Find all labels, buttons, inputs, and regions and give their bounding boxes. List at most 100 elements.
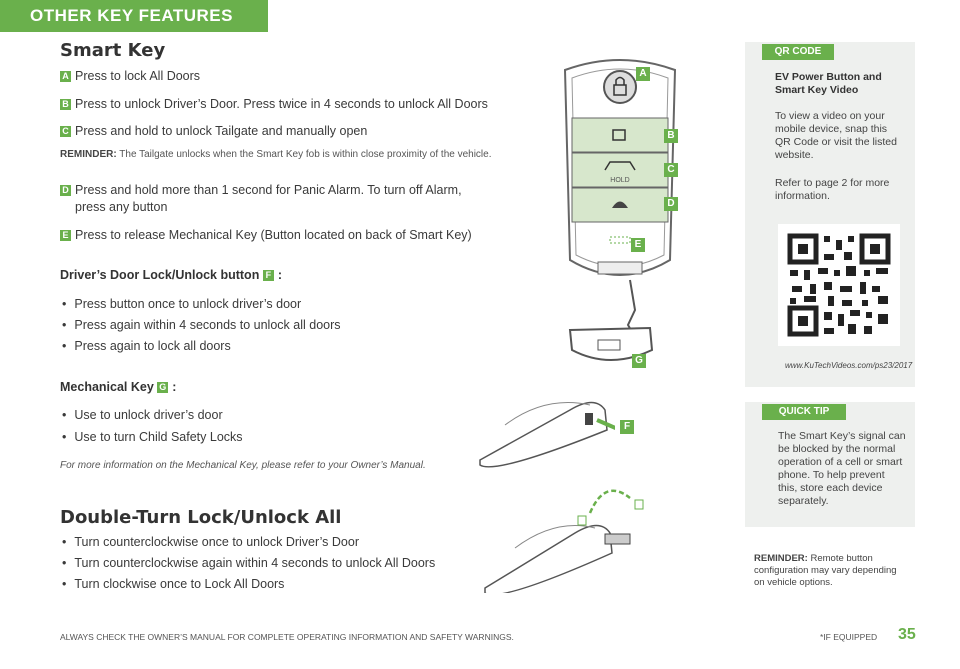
tag-b: B (60, 99, 71, 110)
tip-line-6: separately. (778, 495, 829, 507)
lock-shackle-icon (615, 76, 625, 85)
qr-title-1: EV Power Button and (775, 71, 882, 83)
door-handle-line-2 (514, 525, 596, 549)
side-reminder-line-3: on vehicle options. (754, 577, 833, 588)
mechanical-key-heading: Mechanical Key G: (60, 380, 176, 394)
driver-bullet-3: Press again to lock all doors (62, 339, 230, 353)
side-reminder-line-1: REMINDER: Remote button (754, 553, 873, 565)
item-a-text: Press to lock All Doors (75, 69, 201, 83)
door-handle-shape (479, 401, 608, 468)
door-button-icon (585, 413, 593, 425)
label-a: A (636, 67, 650, 81)
driver-door-heading: Driver’s Door Lock/Unlock button F: (60, 268, 282, 282)
tag-c: C (60, 126, 71, 137)
item-e: E Press to release Mechanical Key (Button… (60, 227, 472, 243)
tailgate-icon (604, 161, 636, 171)
quick-tip-tab: QUICK TIP (762, 404, 846, 420)
qr-code-icon (787, 233, 891, 337)
item-c-text: Press and hold to unlock Tailgate and ma… (75, 124, 368, 138)
item-a: A Press to lock All Doors (60, 68, 200, 84)
label-g: G (632, 354, 646, 368)
mechanical-key-head (568, 326, 654, 361)
lock-button (603, 70, 637, 104)
qr-body-3: QR Code or visit the listed (775, 136, 897, 148)
tag-f: F (262, 270, 274, 281)
door-handle-shape-2 (484, 524, 613, 593)
double-bullet-1: Turn counterclockwise once to unlock Dri… (62, 535, 359, 549)
qr-url[interactable]: www.KuTechVideos.com/ps23/2017 (785, 361, 913, 370)
tip-line-3: operation of a cell or smart (778, 456, 903, 468)
smart-key-heading: Smart Key (60, 40, 166, 61)
horn-icon (612, 201, 628, 208)
driver-bullet-1: Press button once to unlock driver’s doo… (62, 297, 301, 311)
item-d-text: Press and hold more than 1 second for Pa… (75, 183, 462, 197)
mech-bullet-1: Use to unlock driver’s door (62, 408, 222, 422)
fob-bottom (597, 261, 643, 275)
tip-line-5: this, store each device (778, 482, 883, 494)
quick-tip-panel (745, 402, 915, 527)
colon: : (277, 268, 282, 282)
unlock-button (571, 117, 669, 153)
label-b: B (664, 129, 678, 143)
mechanical-key-heading-text: Mechanical Key (60, 380, 154, 394)
mech-bullet-2: Use to turn Child Safety Locks (62, 430, 242, 444)
double-bullet-3: Turn clockwise once to Lock All Doors (62, 577, 284, 591)
qr-refer-2: information. (775, 190, 830, 202)
colon: : (172, 380, 177, 394)
footer-if-equipped: *IF EQUIPPED (820, 632, 878, 642)
item-b-text: Press to unlock Driver’s Door. Press twi… (75, 97, 488, 111)
release-button (609, 236, 631, 244)
side-reminder-line-2: configuration may vary depending (754, 565, 897, 576)
qr-body-1: To view a video on your (775, 110, 885, 122)
tag-a: A (60, 71, 71, 82)
side-reminder-label: REMINDER: (754, 553, 808, 564)
lock-icon (613, 84, 627, 96)
footer-warning: ALWAYS CHECK THE OWNER’S MANUAL FOR COMP… (60, 632, 514, 642)
tip-line-1: The Smart Key’s signal can (778, 430, 906, 442)
unlock-icon (612, 129, 626, 141)
qr-tab: QR CODE (762, 44, 834, 60)
qr-body-2: mobile device, snap this (775, 123, 888, 135)
driver-door-heading-text: Driver’s Door Lock/Unlock button (60, 268, 260, 282)
lock-open-icon (577, 515, 587, 526)
item-e-text: Press to release Mechanical Key (Button … (75, 228, 472, 242)
tag-d: D (60, 185, 71, 196)
tag-e: E (60, 230, 71, 241)
item-c: C Press and hold to unlock Tailgate and m… (60, 123, 367, 139)
qr-body-4: website. (775, 149, 814, 161)
qr-code-frame[interactable] (778, 224, 900, 346)
mechanical-key-note: For more information on the Mechanical K… (60, 460, 426, 471)
label-f: F (620, 420, 634, 434)
item-d: D Press and hold more than 1 second for P… (60, 182, 462, 198)
hold-label: HOLD (610, 177, 629, 184)
tip-line-4: phone. To help prevent (778, 469, 885, 481)
key-in-lock-icon (604, 533, 631, 545)
double-bullet-2: Turn counterclockwise again within 4 sec… (62, 556, 435, 570)
double-turn-heading: Double-Turn Lock/Unlock All (60, 507, 342, 528)
reminder-label: REMINDER: (60, 149, 117, 160)
item-b: B Press to unlock Driver’s Door. Press tw… (60, 96, 488, 112)
qr-refer-1: Refer to page 2 for more (775, 177, 890, 189)
section-title: OTHER KEY FEATURES (30, 6, 233, 25)
reminder-text: The Tailgate unlocks when the Smart Key … (119, 149, 492, 160)
side-reminder-text-1: Remote button (810, 553, 873, 564)
arrow-icon (596, 418, 615, 431)
driver-bullet-2: Press again within 4 seconds to unlock a… (62, 318, 340, 332)
label-e: E (631, 238, 645, 252)
mechanical-key-blade (626, 279, 637, 336)
qr-title-2: Smart Key Video (775, 84, 859, 96)
door-handle-line (504, 402, 591, 426)
lock-closed-icon (634, 499, 644, 510)
door-lock-turn-illustration (484, 489, 644, 593)
tag-g: G (157, 382, 169, 393)
mechanical-key-slot (597, 339, 621, 351)
section-header: OTHER KEY FEATURES (0, 0, 268, 32)
rotation-arrow-icon (588, 489, 631, 514)
door-handle-illustration (479, 401, 615, 468)
label-c: C (664, 163, 678, 177)
page-number: 35 (898, 626, 916, 643)
tip-line-2: be blocked by the normal (778, 443, 896, 455)
reminder-tailgate: REMINDER: The Tailgate unlocks when the … (60, 149, 492, 160)
item-d-continued: press any button (75, 200, 168, 214)
label-d: D (664, 197, 678, 211)
